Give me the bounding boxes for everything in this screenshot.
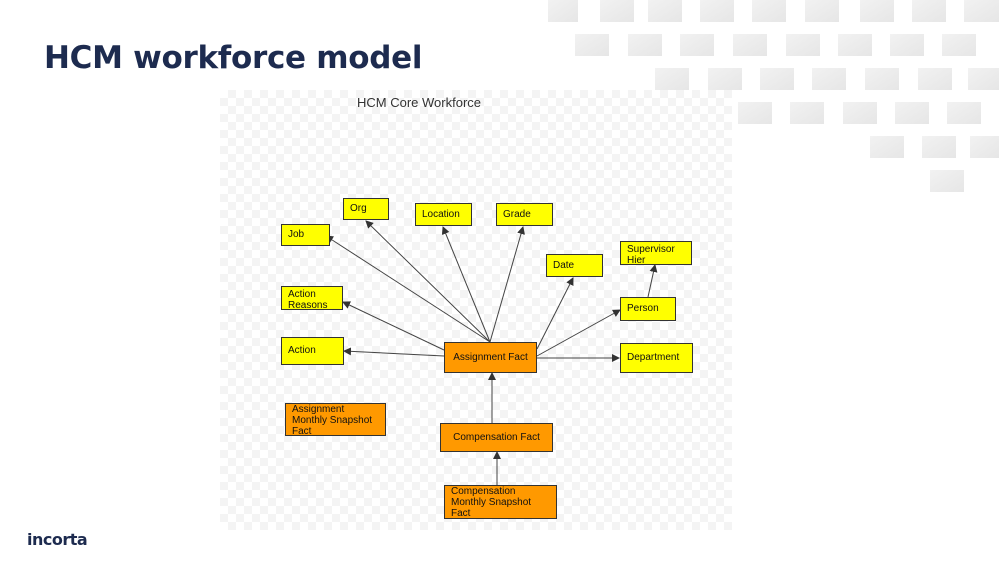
page-title: HCM workforce model <box>44 40 423 76</box>
node-assignment-fact: Assignment Fact <box>444 342 537 373</box>
node-assignment-monthly-snapshot-fact: Assignment Monthly Snapshot Fact <box>285 403 386 437</box>
node-org: Org <box>343 198 389 220</box>
edge-assignment-person <box>536 309 621 357</box>
edge-assignment-action-reasons <box>342 301 445 351</box>
edge-assignment-date <box>536 277 574 350</box>
edge-assignment-grade <box>489 226 525 343</box>
incorta-logo: incorta <box>27 530 88 549</box>
node-action-reasons: Action Reasons <box>281 286 343 311</box>
node-compensation-monthly-snapshot-fact: Compensation Monthly Snapshot Fact <box>444 485 557 519</box>
node-person: Person <box>620 297 676 321</box>
edge-assignment-location <box>441 226 491 343</box>
node-supervisor-hier: Supervisor Hier <box>620 241 692 266</box>
edge-assignment-org <box>365 220 491 343</box>
node-grade: Grade <box>496 203 553 226</box>
edge-assignment-job <box>325 235 491 343</box>
edge-person-supervisor <box>647 264 658 298</box>
edge-assignment-action <box>343 347 445 357</box>
node-location: Location <box>415 203 472 226</box>
node-action: Action <box>281 337 344 365</box>
node-job: Job <box>281 224 330 246</box>
diagram-title: HCM Core Workforce <box>357 95 482 110</box>
node-date: Date <box>546 254 603 277</box>
node-compensation-fact: Compensation Fact <box>440 423 553 452</box>
node-department: Department <box>620 343 693 373</box>
